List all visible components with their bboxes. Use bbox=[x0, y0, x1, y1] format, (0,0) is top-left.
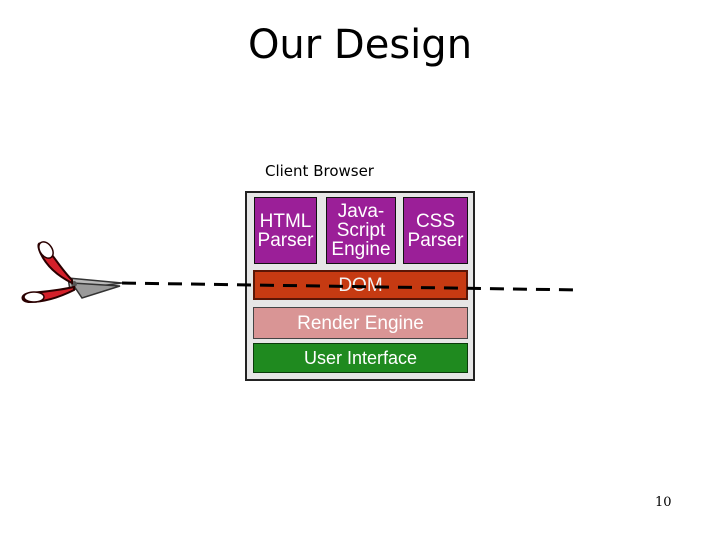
slide-title: Our Design bbox=[247, 22, 473, 68]
render-engine-box: Render Engine bbox=[253, 307, 468, 339]
render-engine-label: Render Engine bbox=[297, 312, 424, 334]
dom-label: DOM bbox=[338, 274, 383, 296]
dom-box: DOM bbox=[253, 270, 468, 300]
user-interface-label: User Interface bbox=[303, 347, 418, 368]
html-parser-box: HTML Parser bbox=[254, 197, 317, 264]
css-parser-line-2: Parser bbox=[407, 229, 464, 251]
client-browser-label: Client Browser bbox=[265, 162, 374, 180]
cut-line bbox=[121, 281, 581, 292]
html-parser-line-1: HTML bbox=[259, 210, 312, 232]
scissors-icon bbox=[21, 241, 123, 304]
javascript-engine-line-1: Java- bbox=[337, 201, 385, 222]
css-parser-box: CSS Parser bbox=[403, 197, 468, 264]
javascript-engine-line-2: Script bbox=[336, 220, 386, 241]
javascript-engine-line-3: Engine bbox=[331, 239, 391, 260]
html-parser-line-2: Parser bbox=[257, 229, 314, 251]
user-interface-box: User Interface bbox=[253, 343, 468, 373]
page-number: 10 bbox=[655, 495, 672, 510]
css-parser-line-1: CSS bbox=[415, 210, 456, 232]
javascript-engine-box: Java- Script Engine bbox=[326, 197, 396, 264]
